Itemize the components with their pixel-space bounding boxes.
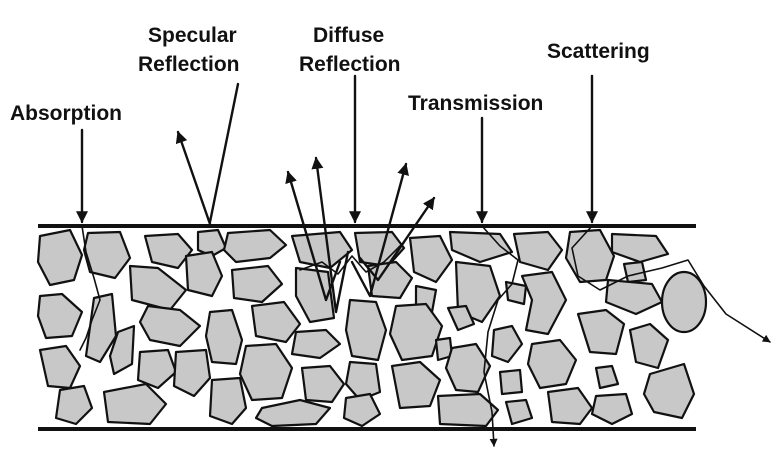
particle [504,280,528,306]
particle [138,304,202,348]
particle [222,228,288,264]
particle [342,392,382,428]
diffuse-ray-4 [358,196,436,282]
particle [642,362,696,420]
diffuse-ray-3 [350,162,409,298]
particle [82,230,132,280]
particle [250,300,302,344]
specular-reflection-rays [175,82,240,226]
particles [36,228,708,428]
particle [408,234,454,284]
particle [628,322,670,370]
particle [204,308,244,366]
particle [36,228,84,287]
transmission-path [481,225,519,447]
label-diffuse-reflection-line2: Reflection [299,53,401,76]
particle [84,292,118,364]
particle [604,278,664,316]
particle [102,382,168,426]
particle [564,228,616,284]
particle [610,232,670,264]
label-diffuse-reflection-line1: Diffuse [313,24,384,47]
particle [136,348,178,390]
specular-incident-arrow [208,82,240,224]
particle [448,230,514,264]
particle [444,342,492,394]
particle [526,338,578,390]
transmission-rays [476,116,519,447]
absorption-path [79,225,101,351]
particle [108,324,136,376]
particle [208,376,248,426]
label-transmission: Transmission [408,92,543,115]
particle [294,266,336,324]
label-absorption: Absorption [10,102,122,125]
particle [504,398,534,426]
particle [172,348,212,398]
particle [230,264,284,304]
particle [344,298,388,362]
particle [290,230,354,270]
particle [576,308,626,356]
specular-reflected-arrow [175,130,212,226]
particle [128,264,188,312]
particle [520,270,568,336]
particle [660,270,708,334]
particle [300,364,346,404]
particle [490,324,524,364]
particle [512,230,564,272]
particle [590,392,634,426]
label-specular-reflection-line2: Reflection [138,53,240,76]
particle [594,364,620,390]
particle [36,292,84,340]
scattering-path [571,225,771,343]
diffuse-reflection-rays [285,74,436,314]
particle [446,304,476,332]
particle [546,386,594,426]
particle [390,360,442,410]
particle [238,342,294,402]
particle [290,328,342,360]
particle [196,228,228,258]
particle [38,344,82,390]
particle [143,232,194,270]
diffuse-ray-2 [311,156,350,314]
scattering-rays [571,74,771,343]
particle [388,302,444,362]
particle [498,368,524,396]
diffuse-ray-1 [285,170,342,302]
label-scattering: Scattering [547,40,650,63]
particle [54,384,94,426]
diffuse-internal-path [299,243,403,275]
particle [184,250,224,298]
particle [254,398,332,428]
label-specular-reflection-line1: Specular [148,24,237,47]
absorption-rays [76,128,101,351]
